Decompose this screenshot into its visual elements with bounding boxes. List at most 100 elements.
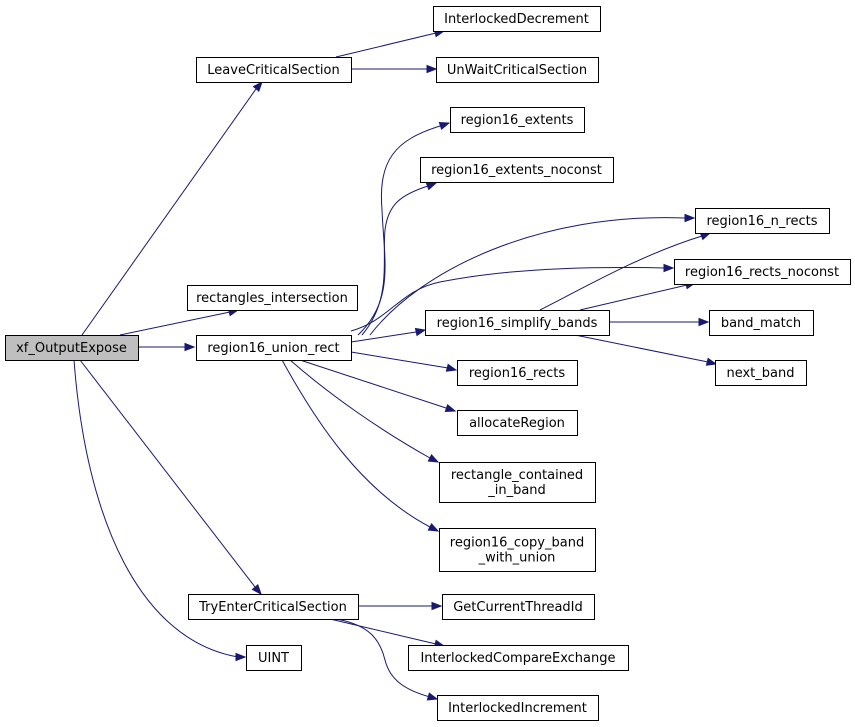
node-label: region16_union_rect <box>207 341 339 356</box>
edge-arrowhead <box>663 263 675 273</box>
node-label: _with_union <box>478 551 556 566</box>
node-label: rectangle_contained <box>451 468 583 483</box>
edge-region16_union_rect-to-region16_rects <box>350 351 458 372</box>
node-box <box>709 310 814 336</box>
node-label: InterlockedIncrement <box>448 701 587 716</box>
node-unwaitcriticalsection[interactable]: UnWaitCriticalSection <box>436 57 599 83</box>
edge-line <box>299 359 447 409</box>
node-label: region16_rects_noconst <box>685 265 839 280</box>
node-box <box>246 645 302 671</box>
edge-xf_OutputExpose-to-region16_union_rect <box>138 342 196 352</box>
node-label: allocateRegion <box>469 416 565 431</box>
node-label: region16_simplify_bands <box>437 316 598 331</box>
node-label: region16_rects <box>469 366 565 381</box>
edge-arrowhead <box>426 64 438 74</box>
edge-line <box>539 235 703 311</box>
edge-region16_union_rect-to-rectangle_contained_in_band <box>289 359 440 463</box>
edge-arrowhead <box>426 692 439 701</box>
node-label: UnWaitCriticalSection <box>447 63 587 78</box>
edge-region16_union_rect-to-region16_simplify_bands <box>350 327 427 343</box>
edge-line <box>361 185 429 336</box>
node-box <box>408 645 629 671</box>
node-region16-simplify-bands[interactable]: region16_simplify_bands <box>425 310 610 336</box>
node-rectangles-intersection[interactable]: rectangles_intersection <box>187 285 358 311</box>
node-label: TryEnterCriticalSection <box>198 600 347 615</box>
node-uint[interactable]: UINT <box>246 645 302 671</box>
node-xf-outputexpose[interactable]: xf_OutputExpose <box>5 335 139 361</box>
call-graph-nodes: xf_OutputExposeLeaveCriticalSectionInter… <box>5 6 851 721</box>
edge-xf_OutputExpose-to-TryEnterCriticalSection <box>79 359 262 596</box>
node-band-match[interactable]: band_match <box>709 310 814 336</box>
edge-line <box>81 88 257 336</box>
node-box <box>425 310 610 336</box>
node-allocateregion[interactable]: allocateRegion <box>457 410 578 436</box>
node-label: InterlockedCompareExchange <box>420 651 615 666</box>
node-box <box>420 157 614 183</box>
node-box <box>436 57 599 83</box>
edge-arrowhead <box>425 182 438 191</box>
edge-region16_union_rect-to-region16_extents_noconst <box>361 182 438 336</box>
node-region16-extents[interactable]: region16_extents <box>450 107 585 133</box>
edge-arrowhead <box>427 453 440 463</box>
node-region16-n-rects[interactable]: region16_n_rects <box>695 208 830 234</box>
node-label: xf_OutputExpose <box>16 341 127 356</box>
node-interlockeddecrement[interactable]: InterlockedDecrement <box>433 6 601 32</box>
edge-line <box>289 359 431 459</box>
node-getcurrentthreadid[interactable]: GetCurrentThreadId <box>442 594 595 620</box>
edge-line <box>579 284 688 311</box>
edge-xf_OutputExpose-to-rectangles_intersection <box>119 308 240 336</box>
node-interlockedincrement[interactable]: InterlockedIncrement <box>437 695 599 721</box>
edge-arrowhead <box>414 327 427 337</box>
node-leavecriticalsection[interactable]: LeaveCriticalSection <box>196 57 352 83</box>
node-box <box>439 462 596 503</box>
node-tryentercriticalsection[interactable]: TryEnterCriticalSection <box>188 594 359 620</box>
edge-arrowhead <box>438 121 451 131</box>
edge-line <box>281 359 431 528</box>
node-box <box>439 528 596 572</box>
edge-line <box>79 359 256 588</box>
edge-region16_union_rect-to-region16_extents <box>357 121 451 336</box>
node-label: InterlockedDecrement <box>444 12 589 27</box>
edge-arrowhead <box>431 601 443 611</box>
node-region16-union-rect[interactable]: region16_union_rect <box>196 335 352 361</box>
node-region16-rects-noconst[interactable]: region16_rects_noconst <box>674 259 851 285</box>
edge-line <box>350 267 665 332</box>
node-label: UINT <box>258 651 289 666</box>
node-box <box>674 259 851 285</box>
node-box <box>457 360 578 386</box>
edge-arrowhead <box>252 80 263 92</box>
edge-region16_simplify_bands-to-next_band <box>574 334 718 366</box>
node-box <box>450 107 585 133</box>
node-region16-copy-band-with-union[interactable]: region16_copy_band_with_union <box>439 528 596 572</box>
node-box <box>433 6 601 32</box>
edge-region16_union_rect-to-region16_copy_band_with_union <box>281 359 440 532</box>
node-box <box>188 594 359 620</box>
edge-TryEnterCriticalSection-to-GetCurrentThreadId <box>358 601 443 611</box>
node-box <box>196 57 352 83</box>
edge-region16_union_rect-to-allocateRegion <box>299 359 457 413</box>
node-interlockedcompareexchange[interactable]: InterlockedCompareExchange <box>408 645 629 671</box>
edge-line <box>574 334 709 363</box>
edge-line <box>335 32 437 58</box>
edge-region16_simplify_bands-to-region16_rects_noconst <box>579 281 697 311</box>
node-label: region16_n_rects <box>707 214 818 229</box>
edge-line <box>119 311 231 336</box>
node-box <box>5 335 139 361</box>
node-box <box>187 285 358 311</box>
edge-arrowhead <box>684 213 696 223</box>
node-label: next_band <box>726 366 794 381</box>
node-next-band[interactable]: next_band <box>715 360 807 386</box>
edge-arrowhead <box>184 342 196 352</box>
node-label: band_match <box>721 316 801 331</box>
edge-line <box>369 217 686 336</box>
node-box <box>715 360 807 386</box>
node-rectangle-contained-in-band[interactable]: rectangle_contained_in_band <box>439 462 596 503</box>
node-box <box>442 594 595 620</box>
node-box <box>196 335 352 361</box>
node-region16-extents-noconst[interactable]: region16_extents_noconst <box>420 157 614 183</box>
edge-xf_OutputExpose-to-LeaveCriticalSection <box>81 80 263 336</box>
node-region16-rects[interactable]: region16_rects <box>457 360 578 386</box>
edge-arrowhead <box>251 584 262 596</box>
node-label: rectangles_intersection <box>196 291 348 306</box>
node-label: region16_copy_band <box>450 536 584 551</box>
